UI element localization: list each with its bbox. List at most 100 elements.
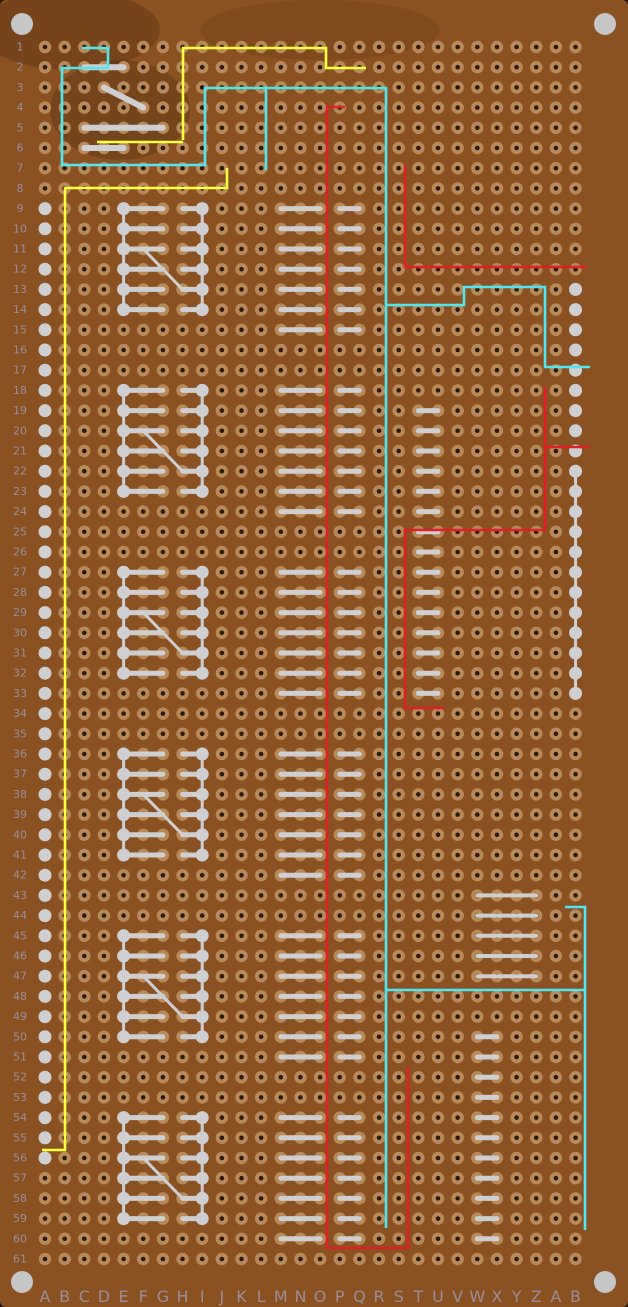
pad-hole (258, 327, 264, 333)
pad-hole (533, 44, 539, 50)
pad-hole (121, 913, 126, 918)
pad-hole (514, 1074, 519, 1080)
pad-hole (435, 852, 441, 858)
pad-hole (82, 448, 87, 454)
pad-hole (101, 1216, 107, 1221)
pad-hole (101, 933, 107, 939)
pad-hole (239, 226, 244, 232)
row-label: 6 (17, 142, 24, 155)
pad-hole (396, 388, 402, 393)
pad-hole (533, 367, 539, 373)
pad-hole (376, 1196, 382, 1201)
pad-hole (239, 468, 244, 474)
pad-hole (278, 1095, 284, 1100)
pad-hole (514, 812, 519, 817)
pad-hole (278, 165, 284, 171)
pad-hole (553, 509, 559, 514)
pad-hole (514, 792, 519, 797)
solder-joint (38, 1010, 52, 1024)
row-label: 3 (17, 81, 24, 94)
solder-joint (38, 1050, 52, 1064)
pad-hole (396, 529, 402, 535)
pad-hole (337, 145, 343, 151)
pad-hole (514, 650, 519, 656)
pad-hole (396, 489, 402, 494)
pad-hole (140, 1256, 146, 1262)
pad-hole (475, 468, 480, 474)
pad-hole (258, 1175, 264, 1181)
pad-hole (396, 1196, 402, 1201)
solder-joint (569, 303, 583, 317)
pad-hole (376, 893, 382, 898)
pad-hole (258, 1054, 264, 1060)
pad-hole (239, 64, 244, 70)
pad-hole (82, 590, 87, 595)
pad-hole (199, 1236, 205, 1242)
pad-hole (357, 1095, 362, 1100)
pad-hole (258, 448, 264, 454)
solder-joint (38, 303, 52, 317)
pad-hole (258, 367, 264, 373)
pad-hole (239, 893, 244, 898)
column-label: R (373, 1287, 384, 1306)
pad-hole (435, 711, 441, 716)
pad-hole (396, 125, 402, 131)
pad-hole (553, 1155, 559, 1161)
pad-hole (533, 569, 539, 575)
pad-hole (219, 569, 225, 575)
cyan-wire (386, 285, 590, 369)
pad-hole (533, 549, 539, 555)
pad-hole (514, 610, 519, 615)
pad-hole (258, 1216, 264, 1221)
pad-hole (219, 448, 225, 454)
pad-hole (376, 206, 382, 211)
pad-hole (553, 771, 559, 777)
pad-hole (455, 953, 460, 959)
pad-hole (357, 125, 362, 131)
pad-hole (219, 64, 225, 70)
pad-hole (494, 327, 500, 333)
pad-hole (219, 711, 225, 716)
pad-hole (121, 327, 126, 333)
row-label: 25 (13, 525, 27, 538)
pad-hole (82, 1155, 87, 1161)
pad-hole (278, 105, 284, 110)
pad-hole (82, 287, 87, 292)
pad-hole (533, 347, 539, 353)
pad-hole (475, 307, 480, 312)
pad-hole (533, 509, 539, 514)
pad-hole (42, 85, 48, 90)
solder-joint (38, 444, 52, 458)
row-label: 61 (13, 1253, 27, 1266)
pad-hole (82, 731, 87, 737)
pad-hole (199, 1074, 205, 1080)
pad-hole (376, 670, 382, 676)
pad-hole (494, 670, 500, 676)
pad-hole (435, 105, 441, 110)
pad-hole (357, 367, 362, 373)
pad-hole (82, 1256, 87, 1262)
pad-hole (494, 872, 500, 878)
pad-hole (42, 165, 48, 171)
pad-hole (62, 1196, 67, 1201)
pad-hole (101, 691, 107, 696)
pad-hole (533, 307, 539, 312)
pad-hole (573, 852, 578, 858)
solder-trace (141, 611, 185, 655)
row-label: 35 (13, 727, 27, 740)
pad-hole (435, 44, 441, 50)
pad-hole (219, 1115, 225, 1120)
mounting-hole (594, 13, 616, 35)
pad-hole (396, 367, 402, 373)
pad-hole (357, 549, 362, 555)
pad-hole (180, 872, 185, 878)
pad-hole (553, 933, 559, 939)
pad-hole (494, 812, 500, 817)
pad-hole (396, 1115, 402, 1120)
pad-hole (376, 125, 382, 131)
solder-joint (38, 525, 52, 539)
pad-hole (62, 85, 67, 90)
pad-hole (258, 468, 264, 474)
pad-hole (317, 165, 323, 171)
pad-hole (258, 145, 264, 151)
